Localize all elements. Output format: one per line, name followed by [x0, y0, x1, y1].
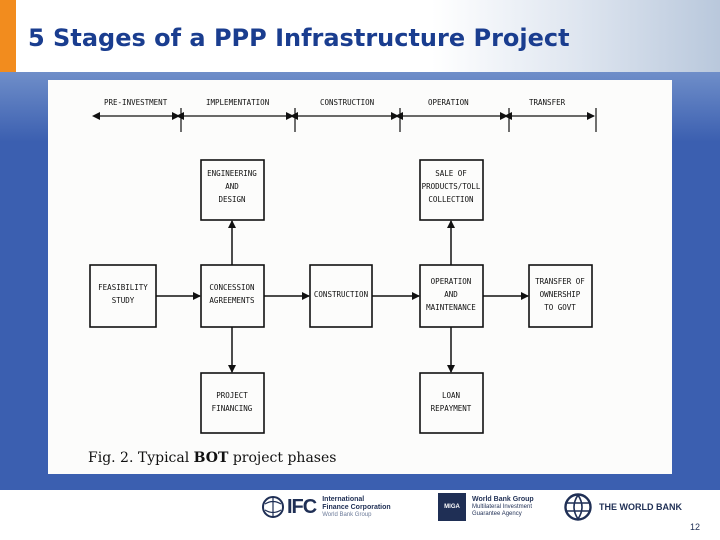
caption-prefix: Fig. 2. Typical	[88, 450, 194, 466]
ifc-logo: IFC International Finance Corporation Wo…	[262, 492, 391, 522]
page-number: 12	[690, 522, 701, 532]
phase-label-implementation: IMPLEMENTATION	[206, 98, 269, 107]
box-loan-repayment	[419, 372, 484, 434]
financing-line-1: PROJECT	[216, 391, 248, 400]
box-concession-agreements	[200, 264, 265, 328]
operation-line-1: OPERATION	[431, 277, 472, 286]
engineering-line-1: ENGINEERING	[207, 169, 257, 178]
world-bank-name: THE WORLD BANK	[599, 502, 682, 512]
slide-footer	[0, 490, 720, 540]
header-accent-bar	[0, 0, 16, 72]
figure-caption: Fig. 2. Typical BOT project phases	[88, 450, 336, 466]
operation-line-3: MAINTENANCE	[426, 303, 476, 312]
caption-suffix: project phases	[228, 450, 336, 466]
transfer-line-3: TO GOVT	[544, 303, 576, 312]
feasibility-line-1: FEASIBILITY	[98, 283, 148, 292]
miga-name-line-1: World Bank Group	[472, 496, 534, 503]
bot-diagram-figure: PRE-INVESTMENT IMPLEMENTATION CONSTRUCTI…	[48, 80, 672, 474]
concession-line-2: AGREEMENTS	[209, 296, 255, 305]
miga-name-line-2: Multilateral Investment	[472, 504, 533, 510]
world-bank-globe-icon	[564, 493, 592, 521]
bot-phases-diagram: PRE-INVESTMENT IMPLEMENTATION CONSTRUCTI…	[88, 98, 597, 466]
ifc-globe-icon	[262, 496, 284, 518]
sale-line-1: SALE OF	[435, 169, 467, 178]
construction-label: CONSTRUCTION	[314, 290, 368, 299]
loan-line-1: LOAN	[442, 391, 460, 400]
phase-label-construction: CONSTRUCTION	[320, 98, 374, 107]
ifc-name-block: International Finance Corporation World …	[322, 496, 390, 519]
box-project-financing	[200, 372, 265, 434]
miga-globe-icon: MIGA	[438, 493, 466, 521]
phase-timeline	[92, 108, 597, 132]
financing-line-2: FINANCING	[212, 404, 253, 413]
box-sale-of-products	[419, 159, 484, 221]
miga-logo: MIGA World Bank Group Multilateral Inves…	[438, 492, 534, 522]
transfer-line-2: OWNERSHIP	[540, 290, 581, 299]
slide-header	[0, 0, 720, 72]
phase-label-pre-investment: PRE-INVESTMENT	[104, 98, 168, 107]
engineering-line-2: AND	[225, 182, 239, 191]
phase-label-operation: OPERATION	[428, 98, 469, 107]
phase-label-transfer: TRANSFER	[529, 98, 566, 107]
engineering-line-3: DESIGN	[218, 195, 245, 204]
world-bank-logo: THE WORLD BANK	[564, 492, 682, 522]
transfer-line-1: TRANSFER OF	[535, 277, 585, 286]
ifc-name-line-2: Finance Corporation	[322, 503, 391, 511]
loan-line-2: REPAYMENT	[431, 404, 472, 413]
ifc-wordmark: IFC	[287, 495, 317, 518]
miga-name-block: World Bank Group Multilateral Investment…	[472, 496, 534, 518]
box-construction	[309, 264, 373, 328]
slide-title: 5 Stages of a PPP Infrastructure Project	[28, 24, 570, 52]
ifc-name-line-1: International	[322, 495, 365, 503]
concession-line-1: CONCESSION	[209, 283, 254, 292]
miga-name-line-3: Guarantee Agency	[472, 511, 522, 517]
feasibility-line-2: STUDY	[112, 296, 135, 305]
caption-bold: BOT	[194, 450, 229, 466]
box-transfer-ownership	[528, 264, 593, 328]
ifc-tagline: World Bank Group	[322, 511, 372, 518]
miga-mark: MIGA	[444, 504, 460, 510]
sale-line-2: PRODUCTS/TOLL	[422, 182, 481, 191]
operation-line-2: AND	[444, 290, 458, 299]
sale-line-3: COLLECTION	[428, 195, 473, 204]
box-feasibility-study	[89, 264, 157, 328]
